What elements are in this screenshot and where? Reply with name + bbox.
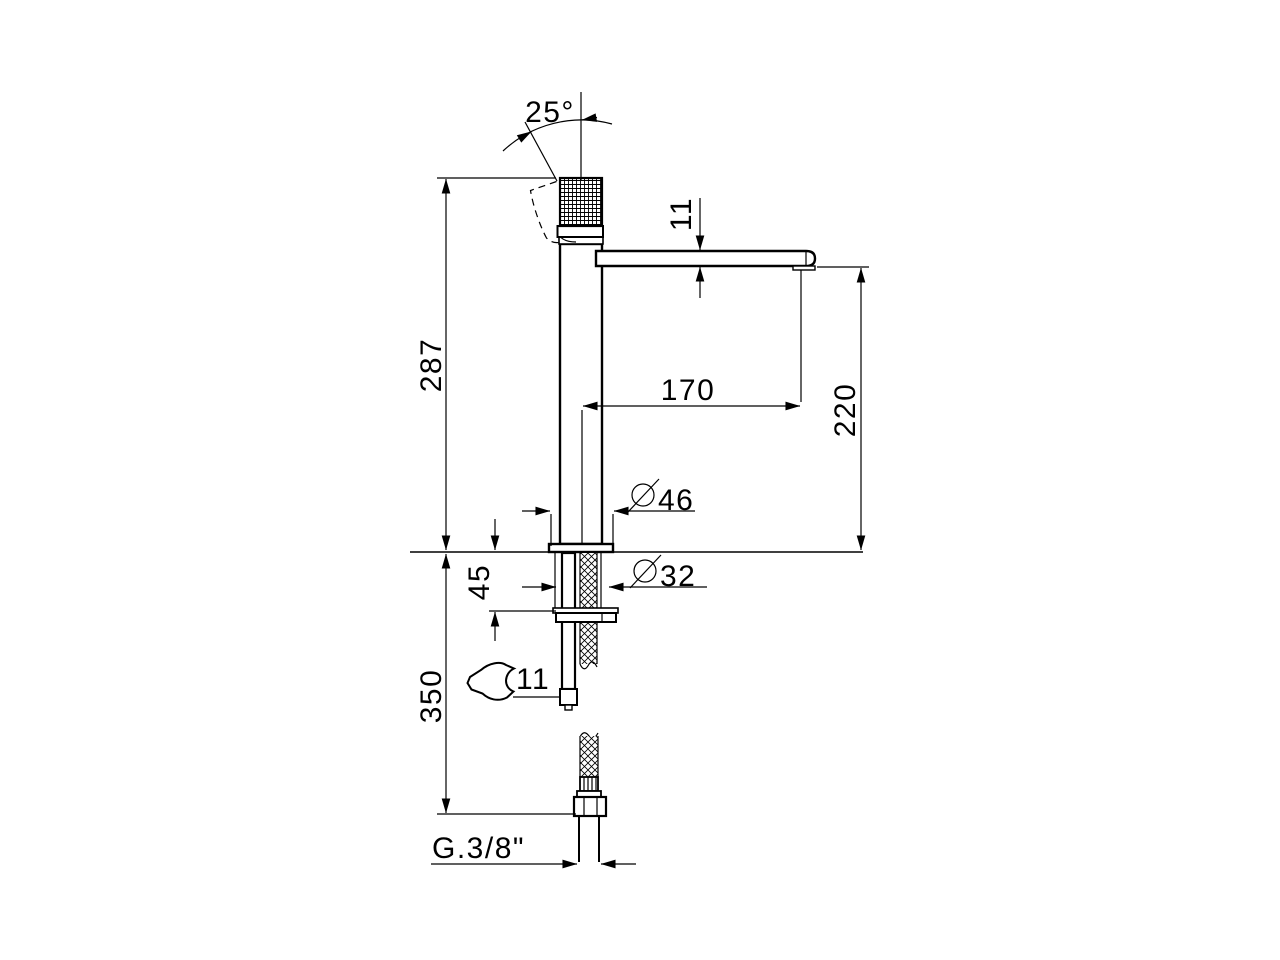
below-counter-group (552, 551, 619, 711)
hose-lower (580, 736, 598, 777)
arc-arrow-right (581, 113, 598, 122)
dim-below-deck-length: 350 (415, 553, 576, 815)
dim-base-diameter: 46 (522, 478, 695, 546)
below-deck-length-label: 350 (415, 669, 448, 724)
diameter-icon (629, 554, 662, 589)
crimp-ferrule (579, 776, 599, 792)
base-flange (547, 542, 615, 554)
dim-body-height: 287 (415, 177, 556, 551)
dim-shank-diameter: 32 (522, 554, 707, 593)
spout-outlet (792, 265, 816, 271)
hose-connector-group (572, 732, 608, 862)
hose-hex-nut (572, 795, 608, 818)
handle-collar (556, 225, 604, 238)
shank-diameter-label: 32 (660, 560, 696, 593)
wrench-size-label: 11 (516, 663, 550, 696)
handle-tilt-line (524, 121, 558, 182)
spout-thickness-label: 11 (665, 197, 698, 231)
arc-arrow-left (516, 130, 532, 143)
body-height-label: 287 (415, 338, 448, 393)
wrench-icon (466, 661, 517, 701)
tilted-handle-phantom (529, 180, 560, 244)
supply-thread-label: G.3/8" (432, 832, 525, 865)
knurled-handle (558, 176, 604, 228)
angle-arc (502, 119, 613, 152)
mounting-nut (555, 612, 617, 623)
spout-reach-label: 170 (661, 374, 716, 407)
dim-handle-angle: 25° (502, 92, 613, 244)
ferrule-ridges (583, 777, 597, 791)
dim-spout-thickness: 11 (665, 197, 705, 298)
angle-label: 25° (525, 96, 575, 129)
dim-supply-thread: G.3/8" (431, 832, 636, 869)
dim-spout-outlet-height: 220 (817, 266, 869, 551)
faucet-body-column (558, 242, 604, 546)
stud-square-end (559, 688, 578, 706)
diameter-icon (627, 478, 660, 513)
stud-tip (564, 704, 573, 711)
wrench-note: 11 (466, 661, 560, 701)
hose-break-top (579, 661, 598, 670)
base-diameter-label: 46 (658, 484, 694, 517)
dim-spout-reach: 170 (581, 270, 802, 544)
dim-deck-thickness: 45 (463, 519, 556, 641)
spout (594, 249, 817, 268)
deck-thickness-label: 45 (463, 564, 496, 600)
spout-outlet-height-label: 220 (829, 383, 862, 438)
